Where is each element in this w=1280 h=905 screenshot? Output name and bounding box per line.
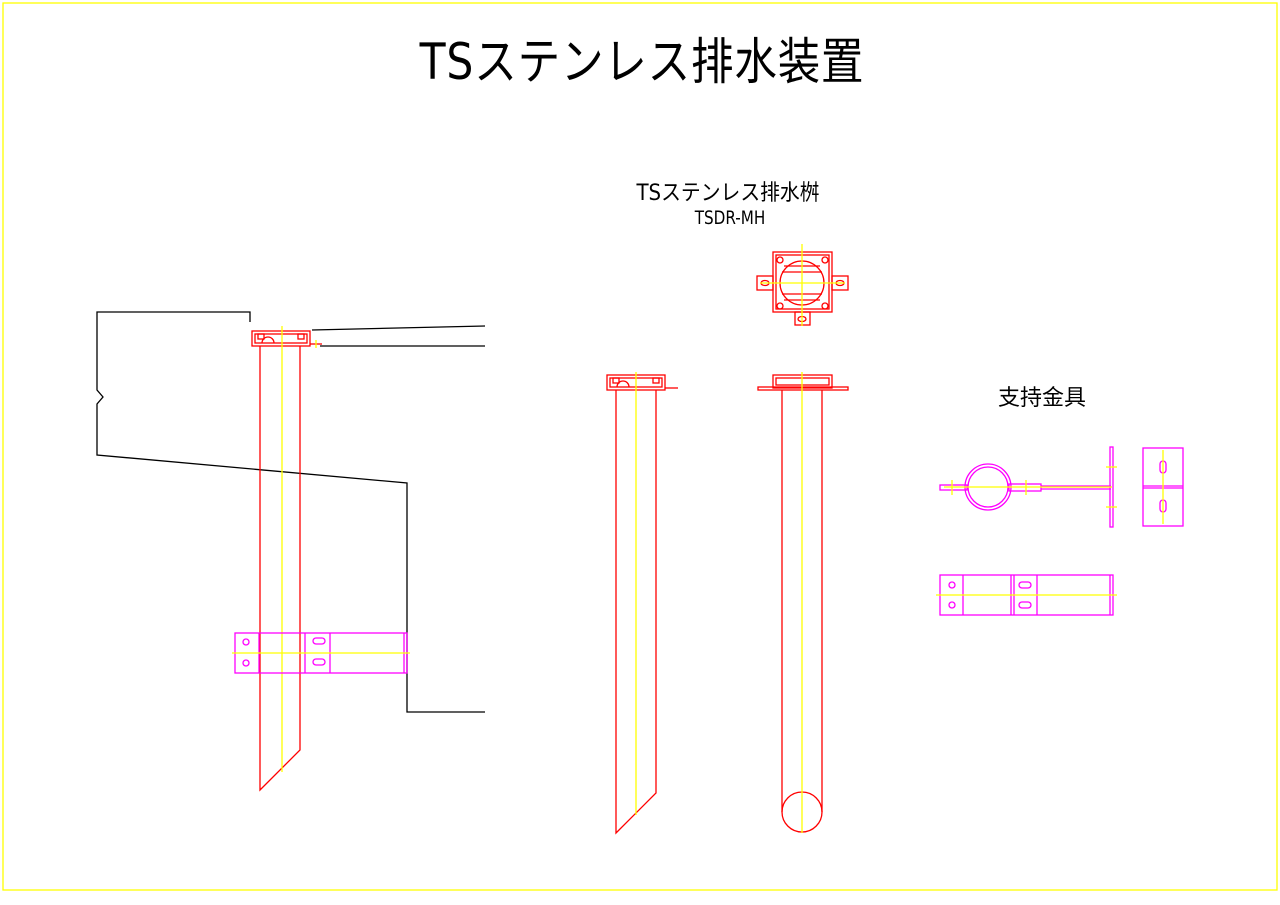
centerline xyxy=(760,244,845,326)
drain-front-view xyxy=(757,374,849,833)
structure-outline xyxy=(96,311,486,713)
product-name: TSステンレス排水桝 xyxy=(636,181,820,206)
bracket-label: 支持金具 xyxy=(997,386,1087,411)
drawing-frame xyxy=(2,2,1278,891)
installed-drain-pipe xyxy=(251,330,322,792)
drain-side-view xyxy=(606,374,678,835)
centerline xyxy=(936,450,1164,596)
drawing-title: TSステンレス排水装置 xyxy=(419,33,865,91)
product-model: TSDR-MH xyxy=(694,207,766,229)
